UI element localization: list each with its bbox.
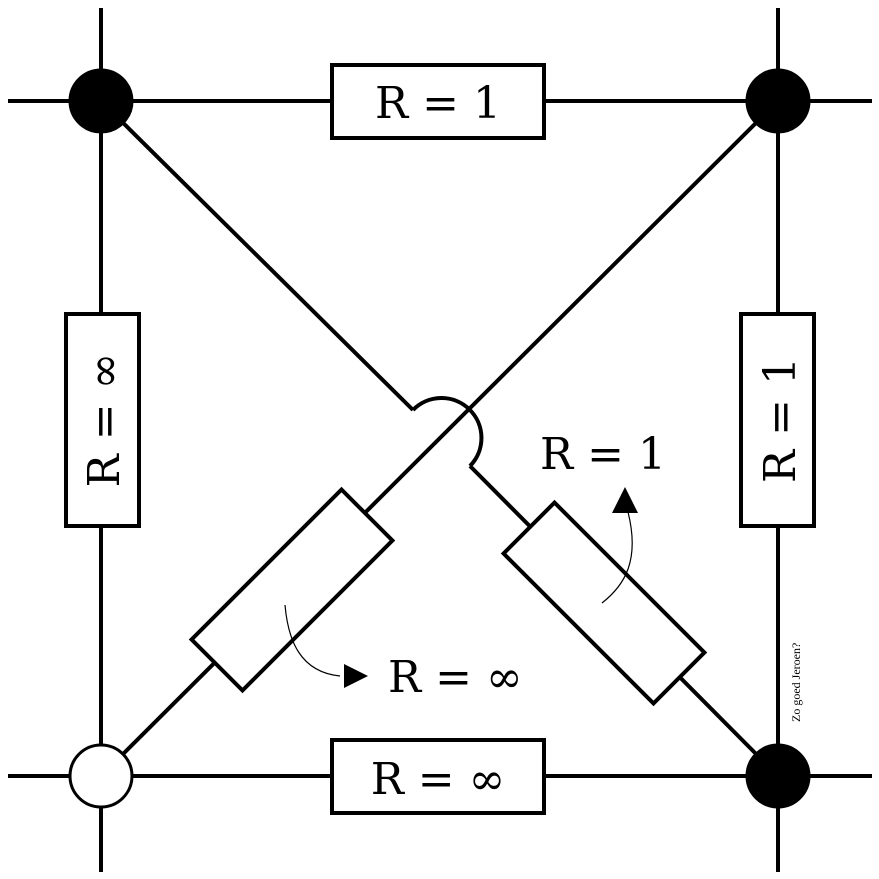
arrow-head-right (612, 487, 638, 513)
node-bottom-right (745, 743, 811, 809)
resistor-left: R = ∞ (64, 312, 141, 528)
resistor-left-label: R = ∞ (79, 353, 130, 488)
node-top-right (745, 68, 811, 134)
resistor-right: R = 1 (739, 312, 816, 528)
resistor-diag-left-label: R = ∞ (388, 652, 523, 703)
resistor-top-label: R = 1 (375, 78, 501, 129)
note-text: Zo goed Jeroen? (789, 643, 803, 722)
resistor-bottom: R = ∞ (330, 738, 546, 815)
resistor-bottom-label: R = ∞ (371, 754, 506, 805)
resistor-diag-right-label: R = 1 (540, 429, 666, 480)
resistor-right-label: R = 1 (755, 357, 806, 483)
arrow-head-left (344, 664, 368, 688)
node-top-left (68, 68, 134, 134)
resistor-top: R = 1 (330, 63, 546, 140)
resistor-diag-right: R = 1 (500, 429, 708, 707)
node-bottom-left (68, 743, 134, 809)
resistor-diag-left: R = ∞ (188, 486, 523, 703)
